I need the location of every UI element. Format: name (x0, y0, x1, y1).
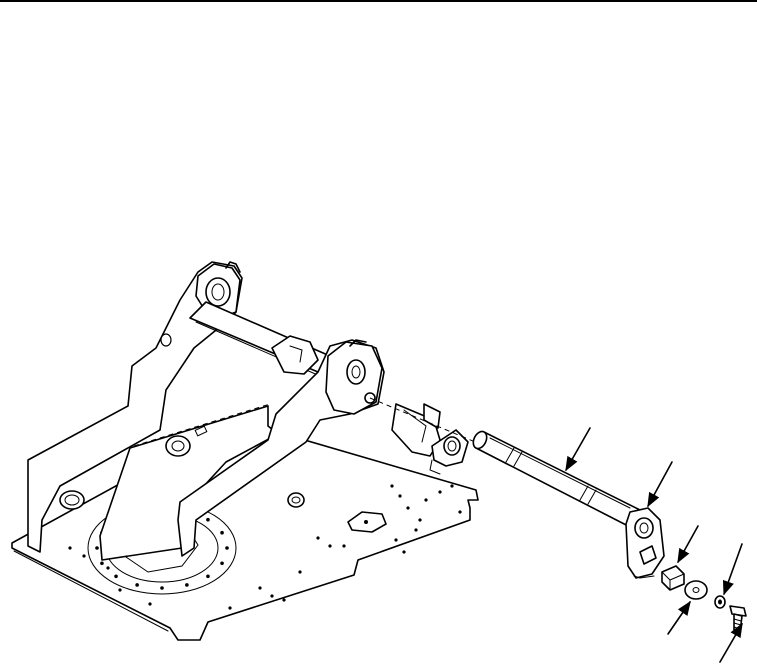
plate-bolt-hole (148, 602, 152, 606)
lock-washer (714, 595, 726, 609)
callout-leaders (565, 427, 743, 663)
plate-bolt-hole (270, 594, 274, 598)
callout-spacer-block (677, 525, 699, 564)
cylinder-clevis (391, 403, 469, 475)
plate-bolt-hole (106, 566, 110, 570)
plate-bolt-hole (228, 606, 232, 610)
plate-bolt-hole (82, 554, 86, 558)
plate-bolt-hole (450, 484, 454, 488)
plate-bolt-hole (414, 528, 418, 532)
plate-bolt-hole (402, 550, 406, 554)
plate-bolt-hole (298, 570, 302, 574)
cross-tie (189, 301, 331, 377)
ring-bolt-hole (135, 583, 139, 587)
callout-lock-washer (722, 543, 743, 596)
spacer-block (661, 565, 685, 591)
plate-bolt-hole (316, 536, 320, 540)
plate-bolt-hole (398, 494, 402, 498)
ring-bolt-hole (114, 574, 118, 579)
callout-retaining-plate (647, 461, 673, 508)
plate-bolt-hole (438, 490, 442, 494)
ring-bolt-hole (225, 546, 229, 550)
inner-panel (99, 403, 279, 561)
plate-bolt-hole (424, 498, 428, 502)
ring-bolt-hole (160, 586, 164, 590)
pin-shaft (472, 430, 641, 529)
base-fastener-holes (68, 484, 462, 610)
alignment-centerline (369, 397, 481, 445)
plate-bolt-hole (68, 546, 72, 550)
plate-bolt-hole (394, 538, 398, 542)
ring-bolt-hole (206, 517, 210, 522)
plate-bolt-hole (342, 544, 346, 548)
callout-pin-shaft (565, 427, 591, 472)
ring-bolt-hole (100, 561, 104, 566)
callout-cap-screw (719, 622, 743, 663)
plate-bolt-hole (258, 586, 262, 590)
plate-bolt-hole (118, 588, 122, 592)
flat-washer (684, 580, 708, 600)
ring-bolt-hole (185, 583, 189, 587)
plate-bolt-hole (390, 484, 394, 488)
ring-bolt-hole (95, 546, 99, 550)
cap-screw (729, 605, 747, 633)
retaining-plate (625, 507, 665, 579)
plate-bolt-hole (418, 518, 422, 522)
plate-bolt-hole (406, 506, 410, 510)
plate-bolt-hole (328, 544, 332, 548)
callout-flat-washer (667, 600, 691, 635)
plate-bolt-hole (458, 510, 462, 514)
plate-bolt-hole (282, 598, 286, 602)
ring-bolt-hole (206, 574, 210, 579)
right-side-wall (177, 339, 385, 557)
ring-bolt-hole (220, 530, 224, 535)
ring-bolt-hole (220, 561, 224, 566)
base-plate (11, 419, 479, 641)
